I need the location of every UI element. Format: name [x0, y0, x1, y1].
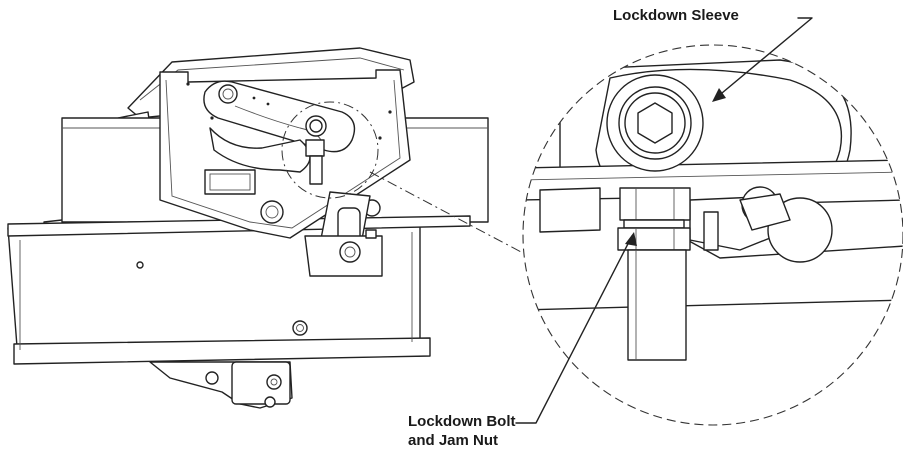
detail-lockdown-bolt [627, 249, 687, 361]
detail-jam-nut [619, 187, 691, 221]
assembly-view [7, 47, 489, 409]
jam-nut-small [305, 139, 325, 157]
leader-bolt [515, 232, 637, 424]
leader-sleeve [712, 17, 813, 102]
pivot-bolt-top [218, 84, 238, 104]
lower-bolt [266, 374, 282, 390]
callout-bolt-line1: Lockdown Bolt [408, 413, 516, 430]
callout-lockdown-bolt: Lockdown Bolt and Jam Nut [408, 412, 516, 450]
detail-projection-line [369, 171, 541, 263]
bolt-small [309, 155, 323, 185]
detail-circle-large [522, 44, 903, 426]
callout-lockdown-sleeve: Lockdown Sleeve [613, 7, 739, 24]
detail-view [523, 59, 903, 361]
detail-circle-small [281, 101, 379, 199]
foot-bolt [339, 241, 361, 263]
detail-plate-band [523, 159, 903, 211]
arrowhead-bolt [625, 232, 637, 246]
plate-bolt-lower [260, 200, 284, 224]
beam-bolt-center [292, 320, 308, 336]
arrowhead-sleeve [712, 88, 726, 102]
detail-hex-socket [637, 102, 673, 144]
callout-bolt-line2: and Jam Nut [408, 432, 499, 449]
channel-bottom-flange [13, 337, 431, 365]
